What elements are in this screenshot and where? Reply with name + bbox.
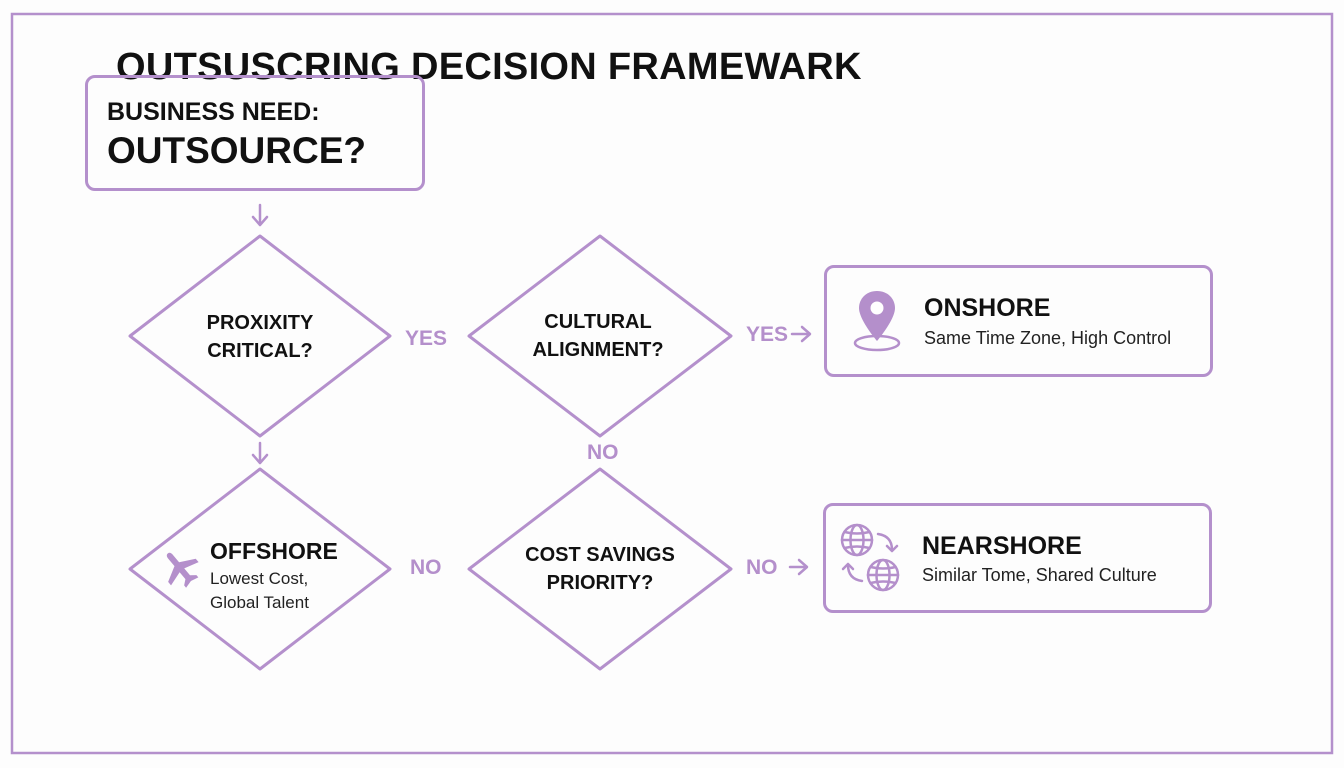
- edge-label-cultural-no: NO: [587, 441, 619, 464]
- nearshore-box: [823, 503, 1212, 613]
- decision-diamond-proximity: [128, 234, 392, 438]
- decision-proximity-label: PROXIXITY CRITICAL?: [160, 309, 360, 365]
- globe-exchange-icon: [840, 523, 900, 592]
- decision-cultural-line2: ALIGNMENT?: [532, 339, 664, 361]
- outer-frame: [10, 12, 1334, 755]
- edge-label-cost-no-right: NO: [746, 556, 778, 579]
- decision-diamond-cost: [467, 467, 733, 671]
- edge-label-cost-no-left: NO: [410, 556, 442, 579]
- arrow-cultural-to-onshore: [790, 325, 812, 343]
- decision-cultural-label: CULTURAL ALIGNMENT?: [498, 308, 698, 364]
- decision-cost-line2: PRIORITY?: [546, 572, 654, 594]
- decision-proximity-line1: PROXIXITY: [206, 312, 314, 334]
- arrow-start-to-proximity: [251, 203, 269, 227]
- airplane-icon: [166, 552, 199, 588]
- start-box: [85, 75, 425, 191]
- decision-diamond-cultural: [467, 234, 733, 438]
- location-pin-icon: [853, 291, 901, 352]
- decision-proximity-line2: CRITICAL?: [207, 340, 313, 362]
- decision-cost-line1: COST SAVINGS: [525, 544, 675, 566]
- decision-cultural-line1: CULTURAL: [544, 311, 652, 333]
- onshore-title: ONSHORE: [924, 294, 1051, 322]
- offshore-desc-line2: Global Talent: [210, 593, 309, 612]
- edge-label-proximity-yes: YES: [405, 327, 448, 350]
- decision-cost-label: COST SAVINGS PRIORITY?: [500, 541, 700, 597]
- arrow-proximity-to-offshore: [251, 441, 269, 465]
- offshore-title: OFFSHORE: [210, 538, 338, 564]
- result-diamond-offshore: [128, 467, 392, 671]
- edge-label-cultural-yes: YES: [746, 323, 789, 346]
- onshore-desc: Same Time Zone, High Control: [924, 328, 1172, 348]
- nearshore-title: NEARSHORE: [922, 532, 1082, 560]
- nearshore-desc: Similar Tome, Shared Culture: [922, 565, 1157, 585]
- page-title: OUTSUSCRING DECISION FRAMEWARK: [116, 46, 862, 88]
- offshore-desc-line1: Lowest Cost,: [210, 569, 309, 588]
- start-subtitle: BUSINESS NEED:: [107, 98, 320, 126]
- arrow-cost-to-nearshore: [788, 558, 809, 576]
- onshore-box: [824, 265, 1213, 377]
- start-question: OUTSOURCE?: [107, 130, 366, 171]
